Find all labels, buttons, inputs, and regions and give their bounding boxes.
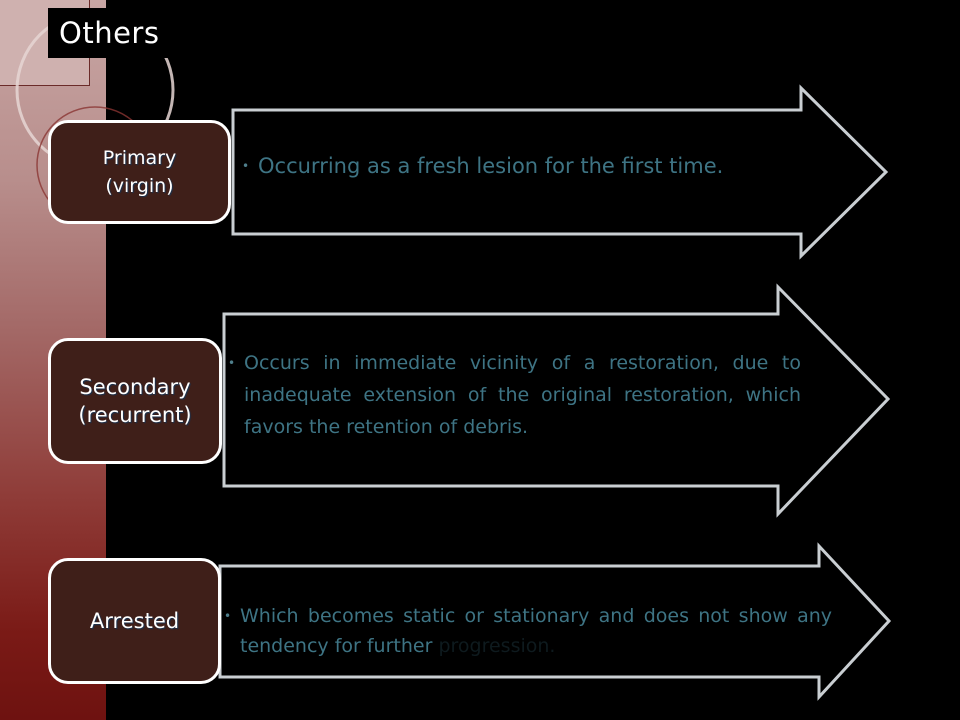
label-text: Arrested: [89, 609, 180, 633]
description-text: Occurring as a fresh lesion for the firs…: [258, 154, 724, 178]
description-secondary: • Occurs in immediate vicinity of a rest…: [228, 347, 801, 443]
description-text: Which becomes static or stationary and d…: [240, 605, 832, 657]
label-secondary-recurrent: Secondary (recurrent): [48, 338, 222, 464]
description-faded-text: progression.: [438, 635, 556, 657]
arrow-shape-1: [231, 84, 889, 260]
arrow-shape-2: [222, 283, 891, 518]
description-text: Occurs in immediate vicinity of a restor…: [244, 352, 801, 438]
bullet-dot-icon: •: [228, 356, 236, 370]
description-arrested: • Which becomes static or stationary and…: [224, 601, 832, 661]
bullet-dot-icon: •: [242, 159, 250, 173]
label-primary-virgin: Primary (virgin): [48, 120, 231, 224]
description-primary: • Occurring as a fresh lesion for the fi…: [242, 150, 788, 183]
arrow-shape-3: [218, 542, 892, 701]
label-text: Secondary (recurrent): [78, 375, 192, 427]
slide-title: Others: [48, 8, 170, 58]
bullet-dot-icon: •: [224, 609, 232, 623]
label-arrested: Arrested: [48, 558, 221, 684]
label-text: Primary (virgin): [102, 147, 177, 197]
